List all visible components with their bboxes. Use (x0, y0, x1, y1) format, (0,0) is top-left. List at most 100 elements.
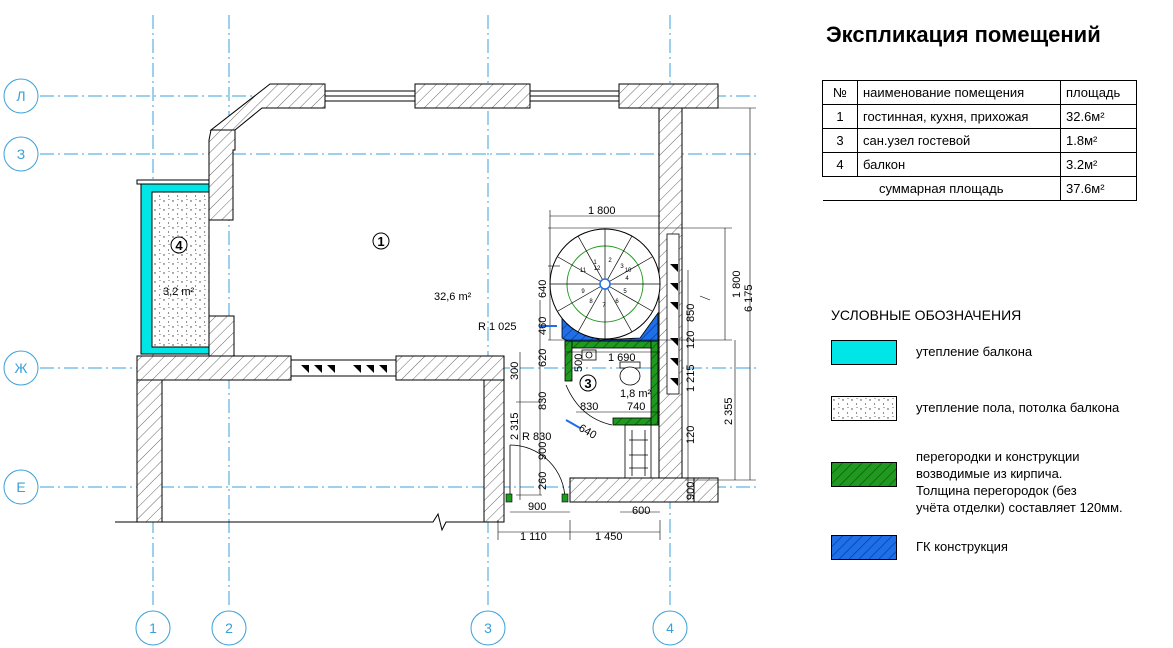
row-area: 3.2м² (1060, 152, 1137, 177)
row-area: 1.8м² (1060, 128, 1137, 153)
bathroom-fixtures (581, 349, 641, 386)
dim-640-diag: 640 (577, 422, 599, 442)
window-vents (301, 365, 387, 373)
stair-step-6: 6 (615, 299, 619, 305)
dim-120-lower: 120 (685, 426, 697, 444)
legend-text-gk: ГК конструкция (916, 539, 1008, 554)
row-number: 1 (822, 104, 858, 129)
dim-1215: 1 215 (685, 364, 697, 392)
floor-line (115, 512, 504, 532)
stair-step-7: 7 (602, 303, 606, 309)
dim-640: 640 (537, 280, 549, 298)
legend-text-brick-line: перегородки и конструкции (916, 449, 1080, 464)
dim-6175: 6 175 (743, 284, 755, 312)
closet (624, 424, 652, 479)
dim-260: 260 (537, 472, 549, 490)
room-1-number: 1 (377, 234, 384, 249)
room-3-bubble (579, 374, 597, 392)
room-1-area: 32,6 m² (434, 291, 472, 303)
header-name: наименование помещения (857, 80, 1061, 105)
table-row: 3 сан.узел гостевой 1.8м² (822, 128, 1137, 153)
row-name: сан.узел гостевой (857, 128, 1061, 153)
stair-step-4: 4 (625, 276, 629, 282)
walls (136, 83, 719, 523)
stair-step-2: 2 (608, 258, 612, 264)
room-4-area: 3,2 m² (163, 286, 195, 298)
stair-step-11: 11 (580, 268, 587, 274)
balcony-floor-insulation (151, 191, 210, 348)
dim-2355: 2 355 (723, 397, 735, 425)
axis-label-1: 1 (149, 620, 157, 636)
stair-step-9: 9 (581, 289, 585, 295)
stair-step-8: 8 (589, 299, 593, 305)
total-label: суммарная площадь (822, 176, 1061, 201)
room-3-area: 1,8 m² (620, 388, 652, 400)
legend-text-brick-line: Толщина перегородок (без (916, 483, 1077, 498)
dim-500: 500 (573, 354, 585, 372)
stair-step-5: 5 (623, 289, 627, 295)
room-3-number: 3 (584, 376, 591, 391)
axis-bubble-z (3, 136, 39, 172)
axis-bubble-4 (652, 610, 688, 646)
stair-step-10: 10 (625, 268, 632, 274)
axis-label-e: Е (16, 479, 25, 495)
explication-table: № наименование помещения площадь 1 гости… (822, 80, 1137, 201)
spiral-stair: 1 2 3 4 5 6 7 8 9 10 11 12 (549, 228, 661, 340)
bathroom-door (565, 384, 613, 426)
axis-bubble-l (3, 78, 39, 114)
dimension-lines (497, 107, 756, 540)
room-4-number: 4 (175, 238, 183, 253)
total-row: суммарная площадь 37.6м² (822, 176, 1137, 201)
row-number: 4 (822, 152, 858, 177)
vent-shafts (666, 233, 680, 395)
legend-text-floor-insulation: утепление пола, потолка балкона (916, 400, 1120, 415)
axis-bubble-3 (470, 610, 506, 646)
dim-740: 740 (627, 401, 645, 413)
legend-swatch-balcony-insulation (831, 340, 897, 365)
dim-900-horiz: 900 (528, 501, 546, 513)
axis-label-2: 2 (225, 620, 233, 636)
row-number: 3 (822, 128, 858, 153)
axis-label-l: Л (16, 88, 25, 104)
header-number: № (822, 80, 858, 105)
axis-label-4: 4 (666, 620, 674, 636)
dim-r1025: R 1 025 (478, 321, 517, 333)
dim-300: 300 (509, 362, 521, 380)
legend-text-brick-line: учёта отделки) составляет 120мм. (916, 500, 1123, 515)
dim-600: 600 (632, 505, 650, 517)
row-name: гостинная, кухня, прихожая (857, 104, 1061, 129)
axis-bubble-2 (211, 610, 247, 646)
room-4-bubble (170, 236, 188, 254)
legend-text-brick: перегородки и конструкции возводимые из … (916, 448, 1123, 516)
dim-900-vert: 900 (537, 442, 549, 460)
stair-step-12: 12 (594, 266, 601, 272)
axis-bubble-e (3, 469, 39, 505)
axis-label-zh: Ж (15, 360, 28, 376)
dim-830-horiz: 830 (580, 401, 598, 413)
legend-text-balcony-insulation: утепление балкона (916, 344, 1033, 359)
table-row: 1 гостинная, кухня, прихожая 32.6м² (822, 104, 1137, 129)
dim-1800-top: 1 800 (588, 205, 616, 217)
row-area: 32.6м² (1060, 104, 1137, 129)
dim-120-upper: 120 (685, 331, 697, 349)
dim-r830: R 830 (522, 431, 551, 443)
dim-900-right: 900 (685, 482, 697, 500)
axis-bubble-zh (3, 350, 39, 386)
dim-850: 850 (685, 304, 697, 322)
legend-swatch-floor-insulation (831, 396, 897, 421)
dim-830-vert: 830 (537, 392, 549, 410)
table-row: 4 балкон 3.2м² (822, 152, 1137, 177)
stair-step-1: 1 (593, 260, 597, 266)
row-name: балкон (857, 152, 1061, 177)
radius-arrows (540, 325, 581, 429)
dim-620: 620 (537, 349, 549, 367)
legend-swatch-gk (831, 535, 897, 560)
dim-1110: 1 110 (520, 531, 547, 543)
dim-460: 460 (537, 317, 549, 335)
total-value: 37.6м² (1060, 176, 1137, 201)
legend-text-brick-line: возводимые из кирпича. (916, 466, 1063, 481)
legend-swatch-brick (831, 462, 897, 487)
legend-title: УСЛОВНЫЕ ОБОЗНАЧЕНИЯ (831, 307, 1022, 323)
explication-title: Экспликация помещений (826, 22, 1101, 47)
windows (290, 90, 620, 377)
